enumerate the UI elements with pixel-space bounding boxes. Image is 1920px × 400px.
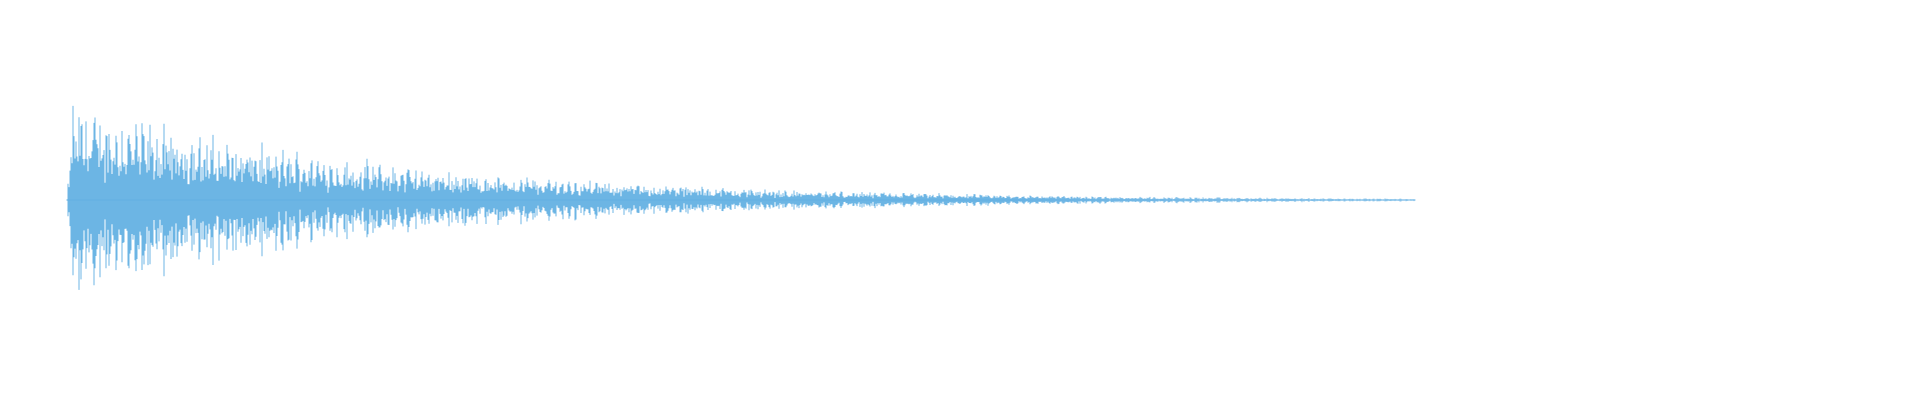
waveform-lines	[66, 105, 1416, 290]
